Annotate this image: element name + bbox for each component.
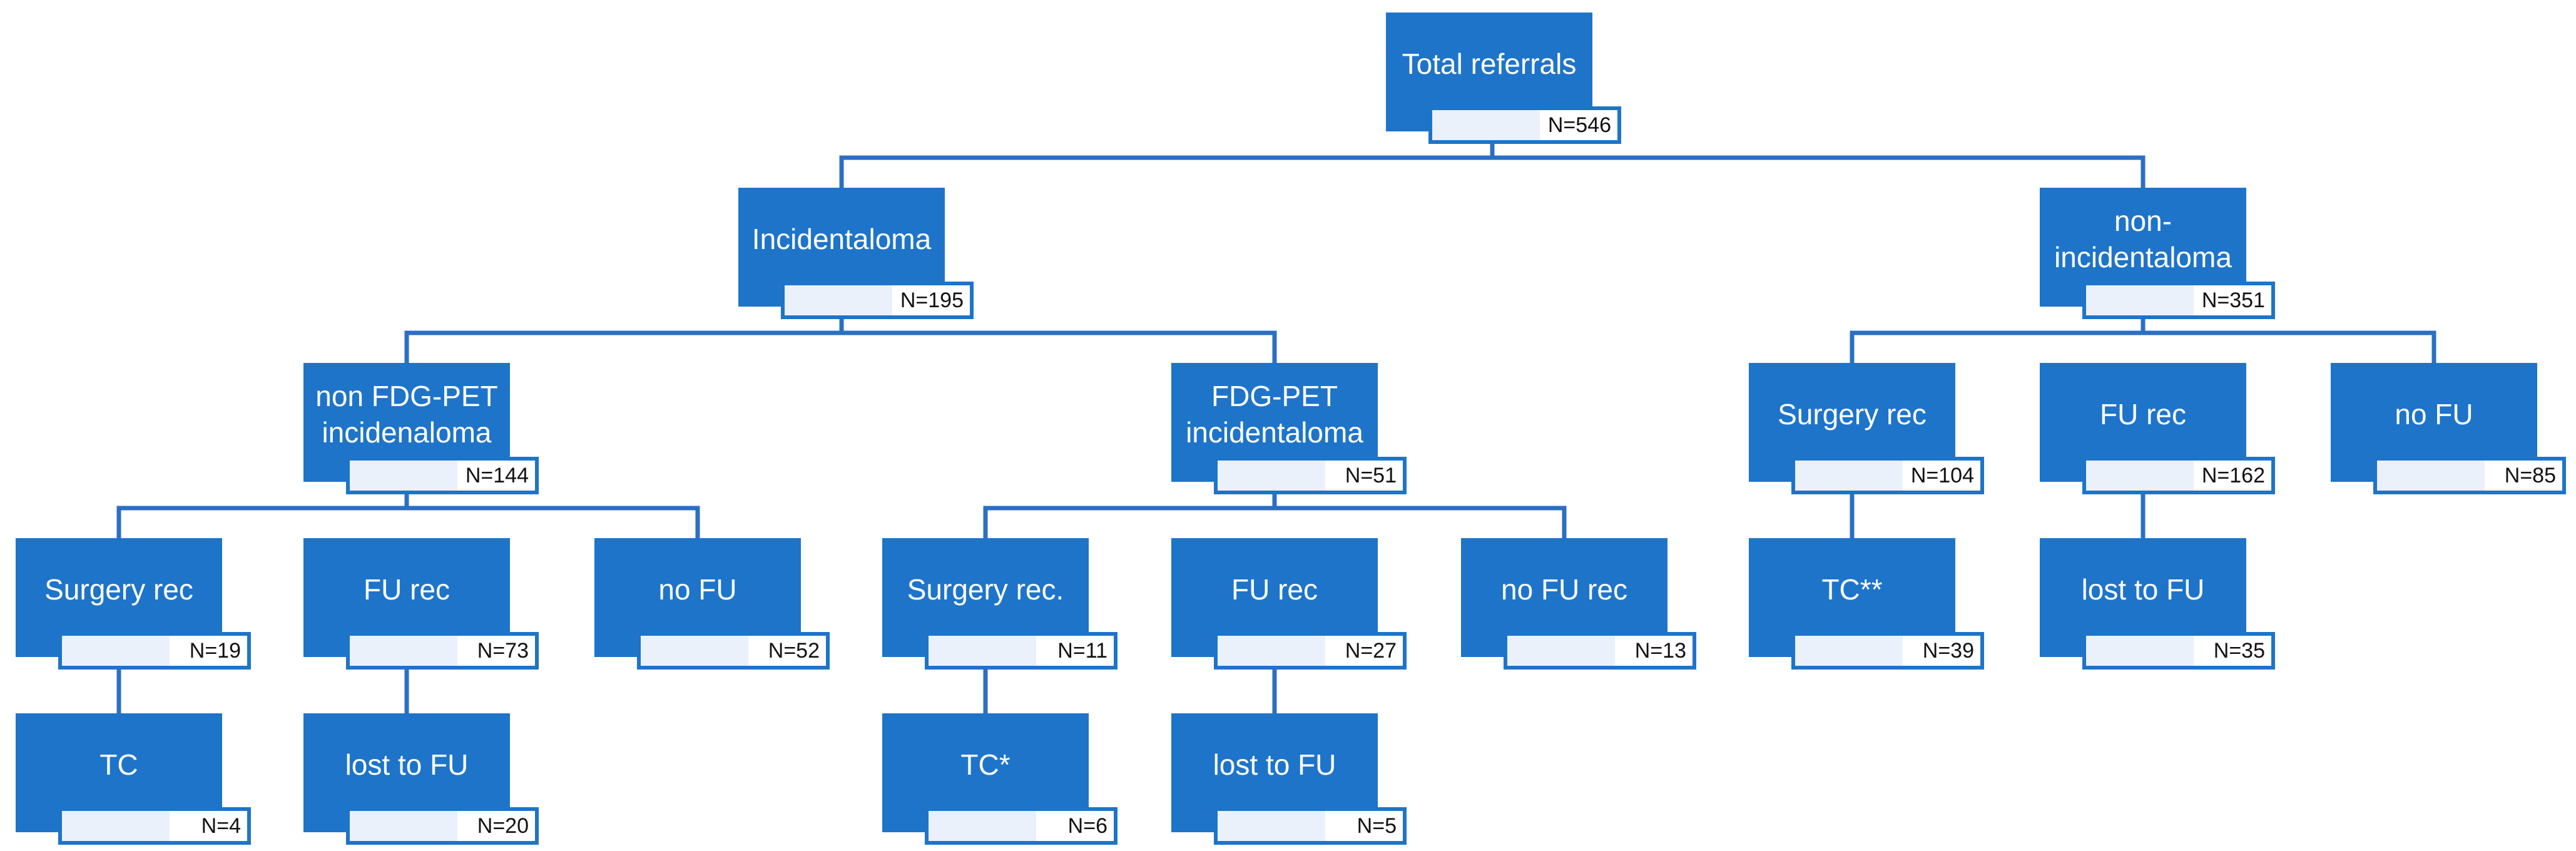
count-value: N=35 [2213,638,2265,663]
count-value: N=351 [2201,288,2265,312]
count-value: N=13 [1634,638,1686,663]
node-count: N=5 [1214,807,1407,845]
count-value: N=6 [1067,813,1107,838]
node-count: N=162 [2082,457,2275,494]
node-count: N=73 [346,632,539,670]
count-value: N=11 [1057,638,1107,663]
node-count: N=52 [637,632,830,670]
node-count: N=4 [58,807,251,845]
node-count: N=85 [2373,457,2566,494]
count-value: N=51 [1345,463,1397,487]
count-value: N=144 [465,463,529,487]
node-count: N=104 [1791,457,1984,494]
count-value: N=73 [477,638,529,663]
count-value: N=39 [1922,638,1974,663]
count-value: N=162 [2201,463,2265,487]
count-value: N=27 [1345,638,1397,663]
node-count: N=11 [925,632,1117,670]
node-count: N=6 [925,807,1117,845]
count-value: N=104 [1910,463,1974,487]
node-count: N=195 [781,282,974,319]
node-count: N=546 [1428,106,1621,144]
node-count: N=13 [1504,632,1696,670]
count-value: N=20 [477,813,529,838]
node-count: N=20 [346,807,539,845]
node-count: N=27 [1214,632,1407,670]
node-count: N=19 [58,632,251,670]
node-count: N=351 [2082,282,2275,319]
count-value: N=546 [1547,113,1611,137]
count-value: N=195 [900,288,964,312]
count-value: N=19 [189,638,241,663]
count-value: N=52 [768,638,820,663]
count-value: N=85 [2504,463,2556,487]
node-count: N=144 [346,457,539,494]
count-value: N=4 [201,813,241,838]
node-count: N=35 [2082,632,2275,670]
node-count: N=39 [1791,632,1984,670]
count-value: N=5 [1357,813,1397,838]
node-count: N=51 [1214,457,1407,494]
